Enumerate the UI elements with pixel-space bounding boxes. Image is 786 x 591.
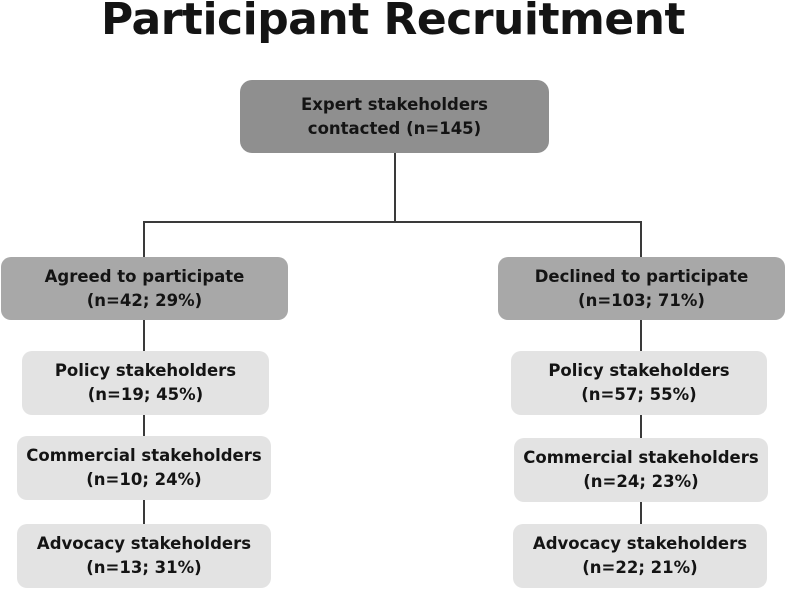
agreed-commercial-box: Commercial stakeholders (n=10; 24%) — [17, 436, 271, 500]
diagram-title: Participant Recruitment — [100, 0, 686, 45]
agreed-box: Agreed to participate (n=42; 29%) — [1, 257, 288, 320]
connector-left-down — [143, 221, 145, 257]
agreed-commercial-line1: Commercial stakeholders — [26, 446, 262, 465]
agreed-advocacy-box: Advocacy stakeholders (n=13; 31%) — [17, 524, 271, 588]
declined-box: Declined to participate (n=103; 71%) — [498, 257, 785, 320]
declined-commercial-line1: Commercial stakeholders — [523, 448, 759, 467]
declined-label-line1: Declined to participate — [534, 266, 749, 286]
connector-right-column — [640, 320, 642, 530]
connector-horizontal — [143, 221, 642, 223]
agreed-label-line2: (n=42; 29%) — [86, 290, 203, 310]
root-label-line1: Expert stakeholders — [301, 94, 488, 114]
agreed-advocacy-line1: Advocacy stakeholders — [36, 534, 252, 553]
agreed-advocacy-line2: (n=13; 31%) — [86, 558, 202, 577]
declined-advocacy-box: Advocacy stakeholders (n=22; 21%) — [513, 524, 767, 588]
declined-commercial-box: Commercial stakeholders (n=24; 23%) — [514, 438, 768, 502]
declined-commercial-line2: (n=24; 23%) — [583, 472, 699, 491]
declined-policy-line2: (n=57; 55%) — [581, 385, 697, 404]
declined-policy-box: Policy stakeholders (n=57; 55%) — [511, 351, 767, 415]
declined-advocacy-line2: (n=22; 21%) — [582, 558, 698, 577]
declined-policy-line1: Policy stakeholders — [548, 361, 730, 380]
connector-root-down — [394, 153, 396, 222]
root-label-line2: contacted (n=145) — [307, 118, 482, 138]
agreed-policy-line2: (n=19; 45%) — [87, 385, 204, 404]
agreed-policy-line1: Policy stakeholders — [54, 361, 237, 380]
declined-advocacy-line1: Advocacy stakeholders — [532, 534, 748, 553]
connector-right-down — [640, 221, 642, 257]
agreed-commercial-line2: (n=10; 24%) — [86, 470, 202, 489]
root-box-contacted: Expert stakeholders contacted (n=145) — [240, 80, 549, 153]
declined-label-line2: (n=103; 71%) — [578, 290, 705, 310]
connector-left-column — [143, 320, 145, 530]
agreed-label-line1: Agreed to participate — [44, 266, 245, 286]
agreed-policy-box: Policy stakeholders (n=19; 45%) — [22, 351, 269, 415]
